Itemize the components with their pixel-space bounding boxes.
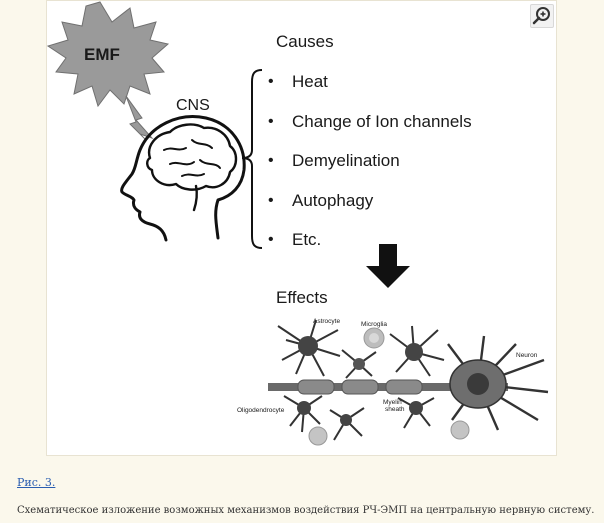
causes-bracket (241, 69, 263, 249)
astrocyte-label: Astrocyte (313, 318, 340, 325)
zoom-in-icon (532, 7, 550, 25)
figure-illustration: EMF CNS Causes • Heat • Change of Ion ch… (46, 1, 549, 446)
effects-title: Effects (276, 288, 328, 307)
neuron-label: Neuron (516, 352, 538, 359)
cause-bullet: • (268, 113, 274, 130)
cause-bullet: • (268, 192, 274, 209)
cause-item: Autophagy (292, 191, 374, 210)
myelin-sheath-label-line2: sheath (385, 406, 405, 413)
down-arrow-icon (366, 244, 410, 288)
lightning-bolt-icon (125, 95, 154, 141)
causes-title: Causes (276, 32, 334, 51)
emf-starburst-icon (46, 1, 170, 108)
cause-bullet: • (268, 73, 274, 90)
cause-item: Change of Ion channels (292, 112, 472, 131)
cause-item: Demyelination (292, 151, 400, 170)
myelin-sheath-label-line1: Myelin (383, 399, 402, 406)
microglia-label: Microglia (361, 321, 387, 328)
head-brain-icon (120, 115, 246, 242)
emf-label: EMF (84, 45, 120, 64)
oligodendrocyte-label: Oligodendrocyte (237, 407, 285, 414)
cause-bullet: • (268, 152, 274, 169)
figure-link[interactable]: Рис. 3. (17, 476, 56, 489)
zoom-button[interactable] (530, 4, 554, 28)
cause-item: Heat (292, 72, 328, 91)
cns-label: CNS (176, 97, 210, 114)
figure-caption: Схематическое изложение возможных механи… (17, 505, 595, 516)
causes-list: • Heat • Change of Ion channels • Demyel… (268, 72, 472, 249)
neural-cells-illustration: Astrocyte Microglia Neuron Oligodendrocy… (237, 318, 549, 446)
cause-bullet: • (268, 231, 274, 248)
cause-item: Etc. (292, 230, 321, 249)
